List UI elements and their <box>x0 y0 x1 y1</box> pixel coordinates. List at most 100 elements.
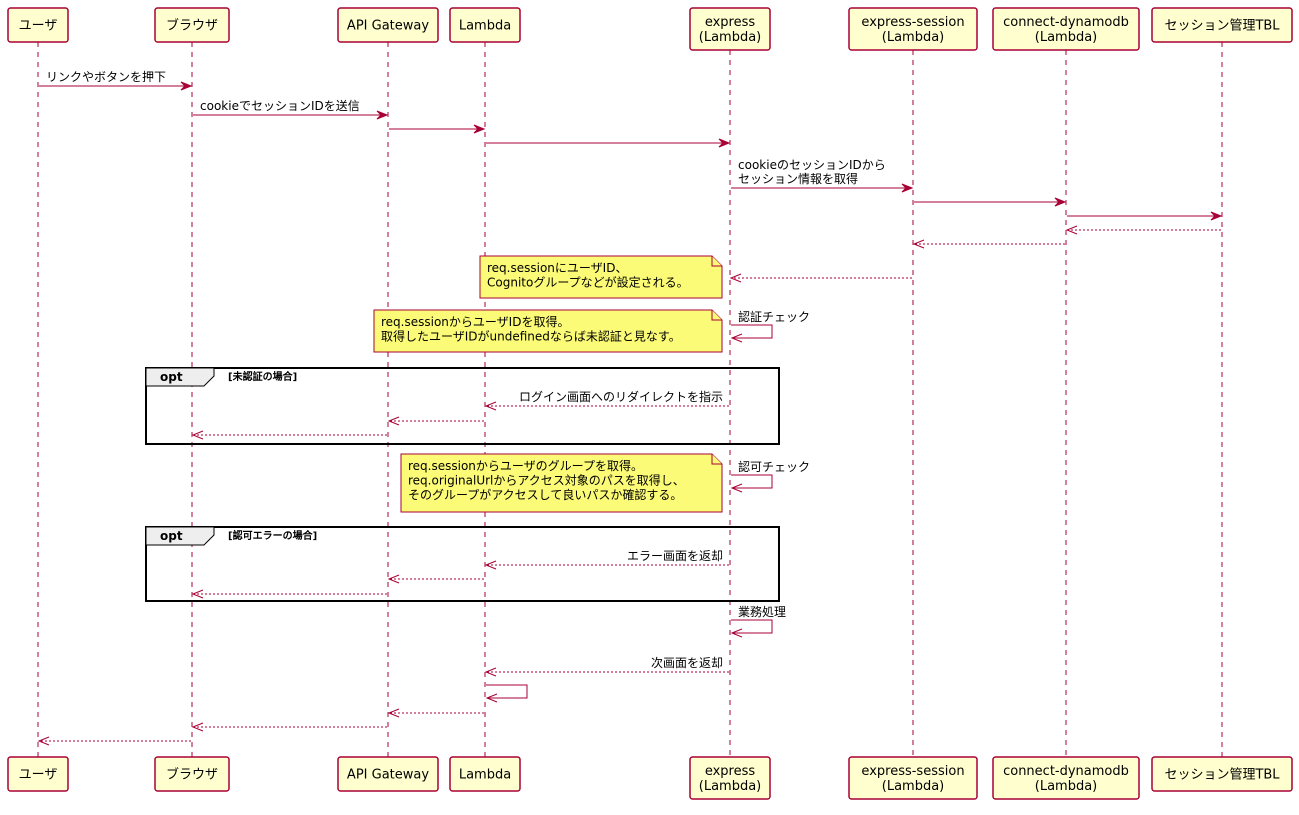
participant-label: ブラウザ <box>166 767 218 783</box>
message-reply <box>191 722 387 732</box>
message-label: 認証チェック <box>738 309 810 324</box>
message-sync <box>914 197 1067 207</box>
participant-label: (Lambda) <box>699 779 762 794</box>
message-label: 次画面を返却 <box>651 656 723 670</box>
fragment-tab <box>145 526 215 546</box>
participant-label: ユーザ <box>19 19 58 34</box>
participant-label: (Lambda) <box>882 779 945 794</box>
message-self <box>485 684 528 703</box>
arrow-head <box>912 239 925 249</box>
arrow-head <box>191 722 204 732</box>
participant-label: connect-dynamodb <box>1003 15 1129 30</box>
message-sync: リンクやボタンを押下 <box>39 70 193 91</box>
participant-label: (Lambda) <box>699 30 762 45</box>
participant-label: express-session <box>861 15 964 30</box>
note: req.sessionにユーザID、Cognitoグループなどが設定される。 <box>479 255 723 299</box>
participant-label: Lambda <box>459 768 511 783</box>
participant-label: (Lambda) <box>1035 779 1098 794</box>
message-reply <box>191 589 387 599</box>
message-reply <box>387 708 484 718</box>
participant-express-bottom: express(Lambda) <box>689 756 771 800</box>
fragments: opt[未認証の場合]opt[認可エラーの場合] <box>145 367 780 602</box>
participant-label: セッション管理TBL <box>1164 768 1280 783</box>
arrow-head <box>484 667 497 677</box>
message-self: 認証チェック <box>730 309 810 343</box>
message-sync <box>389 124 486 134</box>
arrow-head <box>473 124 486 134</box>
participant-session-bottom: express-session(Lambda) <box>848 756 978 800</box>
message-reply <box>912 239 1065 249</box>
participant-dynamodb-bottom: connect-dynamodb(Lambda) <box>992 756 1140 800</box>
arrow-head <box>180 81 193 91</box>
arrow-head <box>730 483 743 493</box>
arrow-head <box>387 574 400 584</box>
arrow-head <box>718 138 731 148</box>
message-label: 業務処理 <box>738 605 786 619</box>
arrow-head <box>729 273 742 283</box>
participant-label: (Lambda) <box>882 30 945 45</box>
arrow-head <box>387 416 400 426</box>
participant-tbl-bottom: セッション管理TBL <box>1151 756 1293 792</box>
note: req.sessionからユーザのグループを取得。req.originalUrl… <box>400 453 723 513</box>
message-sync: cookieでセッションIDを送信 <box>193 98 389 120</box>
arrow-head <box>1054 197 1067 207</box>
message-reply <box>191 430 387 440</box>
self-message-line <box>486 684 528 699</box>
participant-browser-top: ブラウザ <box>154 7 230 43</box>
message-label: エラー画面を返却 <box>627 549 723 563</box>
participant-dynamodb-top: connect-dynamodb(Lambda) <box>992 7 1140 51</box>
arrow-head <box>191 430 204 440</box>
arrow-head <box>387 708 400 718</box>
message-label: cookieのセッションIDから <box>738 158 886 172</box>
arrow-head <box>1210 211 1223 221</box>
participant-label: express <box>705 764 756 779</box>
opt-fragment: opt[未認証の場合] <box>145 367 780 445</box>
message-sync <box>1067 211 1223 221</box>
messages: リンクやボタンを押下 cookieでセッションIDを送信 cookieのセッションI… <box>37 70 1223 746</box>
participant-tbl-top: セッション管理TBL <box>1151 7 1293 43</box>
participant-session-top: express-session(Lambda) <box>848 7 978 51</box>
note-line: 取得したユーザIDがundefinedならば未認証と見なす。 <box>381 329 681 344</box>
note-line: req.sessionにユーザID、 <box>487 261 627 275</box>
arrow-head <box>485 693 498 703</box>
message-self: 認可チェック <box>730 459 810 493</box>
message-reply <box>1065 225 1221 235</box>
arrow-head <box>484 560 497 570</box>
participant-user-bottom: ユーザ <box>7 756 69 792</box>
participant-label: API Gateway <box>347 19 429 34</box>
participant-apigw-top: API Gateway <box>337 7 439 43</box>
participant-label: Lambda <box>459 19 511 34</box>
note-line: req.sessionからユーザIDを取得。 <box>381 314 569 329</box>
note-line: req.sessionからユーザのグループを取得。 <box>408 458 643 473</box>
fragment-condition: [認可エラーの場合] <box>228 529 317 542</box>
message-sync <box>486 138 731 148</box>
message-label: cookieでセッションIDを送信 <box>200 98 360 113</box>
message-label: ログイン画面へのリダイレクトを指示 <box>519 389 723 404</box>
note-line: req.originalUrlからアクセス対象のパスを取得し、 <box>408 473 685 488</box>
participant-label: express <box>705 15 756 30</box>
message-label: 認可チェック <box>738 459 810 474</box>
message-self: 業務処理 <box>730 605 786 638</box>
message-label: リンクやボタンを押下 <box>46 70 166 84</box>
note-corner-fold <box>711 310 722 321</box>
participant-apigw-bottom: API Gateway <box>337 756 439 792</box>
arrow-head <box>191 589 204 599</box>
fragment-tab <box>145 367 215 387</box>
participant-browser-bottom: ブラウザ <box>154 756 230 792</box>
note-corner-fold <box>711 256 722 267</box>
arrow-head <box>730 333 743 343</box>
arrow-head <box>37 736 50 746</box>
fragment-condition: [未認証の場合] <box>228 370 297 383</box>
message-label: セッション情報を取得 <box>738 171 858 186</box>
self-message-line <box>731 324 773 339</box>
arrow-head <box>901 183 914 193</box>
self-message-line <box>731 474 773 489</box>
arrow-head <box>484 401 497 411</box>
participant-lambda-top: Lambda <box>449 7 521 43</box>
participant-label: セッション管理TBL <box>1164 19 1280 34</box>
message-reply: エラー画面を返却 <box>484 549 729 570</box>
